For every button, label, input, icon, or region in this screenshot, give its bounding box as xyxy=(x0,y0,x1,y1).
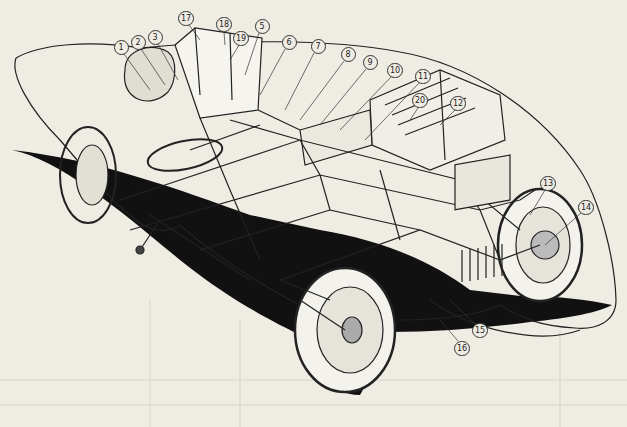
callout-number: 7 xyxy=(311,39,326,54)
front-pontoon xyxy=(430,300,580,336)
seat xyxy=(175,28,262,118)
steering-column xyxy=(190,125,260,150)
driver-silhouette xyxy=(124,48,174,101)
front-left-rim xyxy=(317,287,383,373)
callout-number: 12 xyxy=(450,96,466,111)
radiator-fins xyxy=(462,244,502,282)
callout-number: 5 xyxy=(255,19,270,34)
gearbox xyxy=(300,110,372,165)
callout-number: 9 xyxy=(363,55,378,70)
steering-wheel xyxy=(145,133,225,176)
gear-lever xyxy=(140,220,160,250)
callout-number: 6 xyxy=(282,35,297,50)
suspension xyxy=(280,190,540,330)
callout-number: 20 xyxy=(412,93,428,108)
callout-number: 11 xyxy=(415,69,431,84)
callout-number: 15 xyxy=(472,323,488,338)
callout-number: 10 xyxy=(387,63,403,78)
callout-number: 14 xyxy=(578,200,594,215)
radiator xyxy=(455,155,510,210)
callout-number: 1 xyxy=(114,40,129,55)
gear-knob xyxy=(136,246,144,254)
callout-number: 17 xyxy=(178,11,194,26)
leader-lines xyxy=(124,25,581,341)
callout-number: 3 xyxy=(148,30,163,45)
frame-tubes xyxy=(120,110,520,280)
callout-number: 13 xyxy=(540,176,556,191)
rear-wheel-rim xyxy=(76,145,108,205)
callout-number: 2 xyxy=(131,35,146,50)
engine-block xyxy=(370,70,505,170)
callout-number: 8 xyxy=(341,47,356,62)
callout-number: 19 xyxy=(233,31,249,46)
rear-wheel xyxy=(60,127,116,223)
engine-cylinders xyxy=(385,70,475,160)
seat-back xyxy=(195,28,232,100)
callout-number: 16 xyxy=(454,341,470,356)
callout-number: 18 xyxy=(216,17,232,32)
front-right-rim xyxy=(516,207,570,283)
